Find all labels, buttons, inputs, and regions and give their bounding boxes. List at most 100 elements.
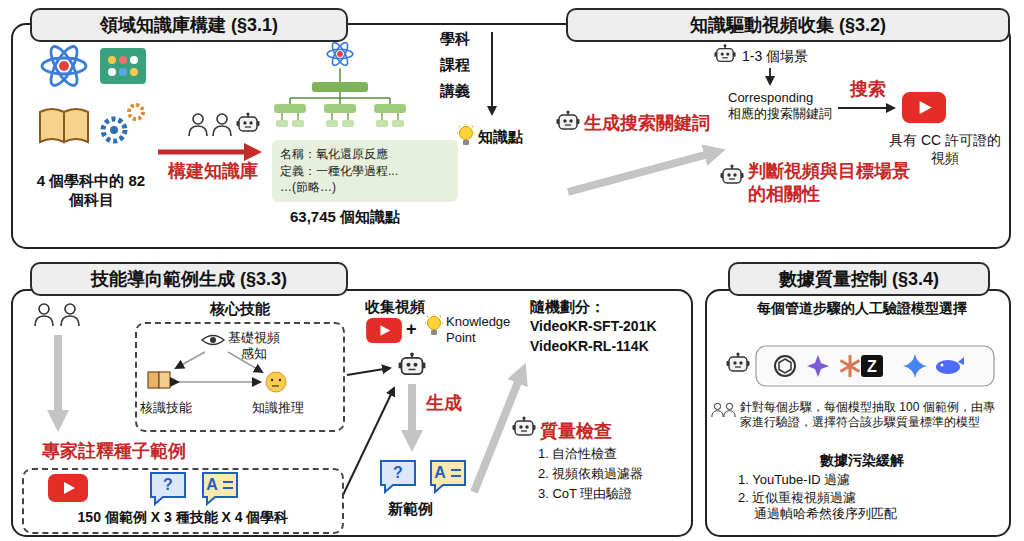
node-text: 數據質量控制 (§3.4) (779, 267, 939, 291)
use-shape (431, 461, 465, 492)
path-shape (40, 109, 88, 142)
annotation-text: 數據污染緩解 (720, 452, 1004, 470)
annotation-text: 2. 近似重複視頻過濾 通過幀哈希然後序列匹配 (738, 490, 1000, 523)
annotation-text: ? (378, 463, 418, 483)
circle-shape (775, 356, 795, 376)
circle-shape (129, 105, 143, 119)
rect-shape (159, 372, 170, 388)
rect-shape (326, 120, 338, 127)
use-shape (61, 304, 79, 326)
path-shape (202, 336, 224, 345)
annotation-text: 收集視頻 (365, 298, 425, 317)
section-tab: 領域知識庫構建 (§3.1) (30, 8, 348, 42)
annotation-text: 相應的搜索關鍵詞 (728, 106, 832, 122)
annotation-text: 新範例 (388, 500, 433, 519)
circle-shape (103, 119, 125, 141)
node-text: 知識驅動視頻收集 (§3.2) (690, 13, 886, 37)
line-shape (178, 381, 260, 383)
use-shape (513, 416, 536, 435)
annotation-text: Z (861, 357, 883, 377)
rect-shape (100, 48, 146, 84)
line-shape (339, 68, 341, 82)
circle-shape (119, 56, 127, 64)
path-shape (272, 385, 279, 386)
line-shape (158, 150, 254, 155)
step-label: 判斷視頻與目標場景的相關性 (748, 160, 920, 205)
use-shape (721, 164, 744, 183)
section-tab: 技能導向範例生成 (§3.3) (30, 262, 348, 296)
line-shape (491, 32, 493, 114)
path-shape (282, 113, 398, 120)
use-shape (203, 473, 237, 504)
annotation-text: 核識技能 (140, 400, 192, 416)
node-text: 核心技能 (137, 300, 343, 319)
line-shape (769, 68, 771, 84)
step-label: 構建知識庫 (168, 160, 258, 183)
seed-box: 150 個範例 X 3 種技能 X 4 個學科 (22, 468, 344, 534)
rect-shape (706, 290, 1010, 536)
rect-shape (274, 104, 306, 113)
step-label: 生成搜索關鍵詞 (584, 112, 710, 135)
annotation-text: VideoKR-RL-114K (530, 338, 649, 356)
circle-shape (110, 126, 118, 134)
annotation-text: + (406, 318, 417, 341)
annotation-text: Corresponding (728, 90, 813, 106)
annotation-text: 每個管道步驟的人工驗證模型選擇 (720, 300, 1004, 318)
rect-shape (12, 24, 1010, 248)
section-tab: 知識驅動視頻收集 (§3.2) (566, 8, 1010, 42)
rect-shape (148, 372, 159, 388)
annotation-text: 1. YouTube-ID 過濾 (738, 472, 850, 488)
use-shape (727, 352, 750, 371)
annotation-text: 學科 (440, 30, 470, 49)
use-shape (557, 110, 580, 129)
annotation-text: A (202, 475, 222, 495)
step-label: 專家註釋種子範例 (42, 440, 186, 463)
use-shape (399, 352, 426, 374)
rect-shape (312, 82, 368, 92)
use-shape (425, 314, 443, 335)
circle-shape (266, 372, 286, 392)
annotation-text: 課程 (440, 56, 470, 75)
node-text: 技能導向範例生成 (§3.3) (91, 267, 287, 291)
rect-shape (12, 290, 692, 536)
annotation-text: ? (148, 475, 188, 495)
use-shape (237, 112, 260, 131)
circle-shape (279, 379, 282, 382)
rect-shape (756, 346, 994, 386)
annotation-text: 針對每個步驟，每個模型抽取 100 個範例，由專家進行驗證，選擇符合該步驟質量標… (740, 400, 1004, 430)
annotation-text: 1-3 個場景 (742, 48, 808, 66)
annotation-text: 講義 (440, 82, 470, 101)
use-shape (48, 474, 88, 502)
path-shape (958, 357, 964, 365)
annotation-text: 知識推理 (252, 400, 304, 416)
annotation-text: 1. 自洽性檢查 (538, 446, 617, 462)
annotation-text: 3. CoT 理由驗證 (538, 486, 632, 502)
line-shape (838, 107, 894, 109)
annotation-text: 4 個學科中的 82 個科目 (32, 172, 150, 210)
path-shape (290, 92, 390, 104)
knowledge-card: 名稱：氧化還原反應定義：一種化學過程...…(節略…) (272, 140, 458, 202)
circle-shape (941, 364, 944, 367)
use-shape (213, 114, 231, 136)
path-shape (903, 354, 927, 378)
node-text: …(節略…) (280, 179, 450, 196)
step-label: 搜索 (850, 78, 886, 101)
line-shape (176, 352, 205, 368)
section-tab: 數據質量控制 (§3.4) (728, 262, 990, 296)
path-shape (841, 355, 860, 377)
node-text: 定義：一種化學過程... (280, 163, 450, 180)
circle-shape (210, 337, 216, 343)
annotation-text: 隨機劃分： (530, 298, 605, 317)
use-shape (189, 114, 207, 136)
circle-shape (108, 56, 116, 64)
step-label: 質量檢查 (540, 420, 612, 443)
node-text: 名稱：氧化還原反應 (280, 146, 450, 163)
use-shape (42, 43, 86, 89)
line-shape (54, 335, 62, 422)
rect-shape (392, 120, 404, 127)
use-shape (327, 41, 353, 68)
circle-shape (108, 68, 116, 76)
use-shape (366, 318, 402, 343)
line-shape (408, 384, 416, 442)
path-shape (779, 359, 791, 373)
